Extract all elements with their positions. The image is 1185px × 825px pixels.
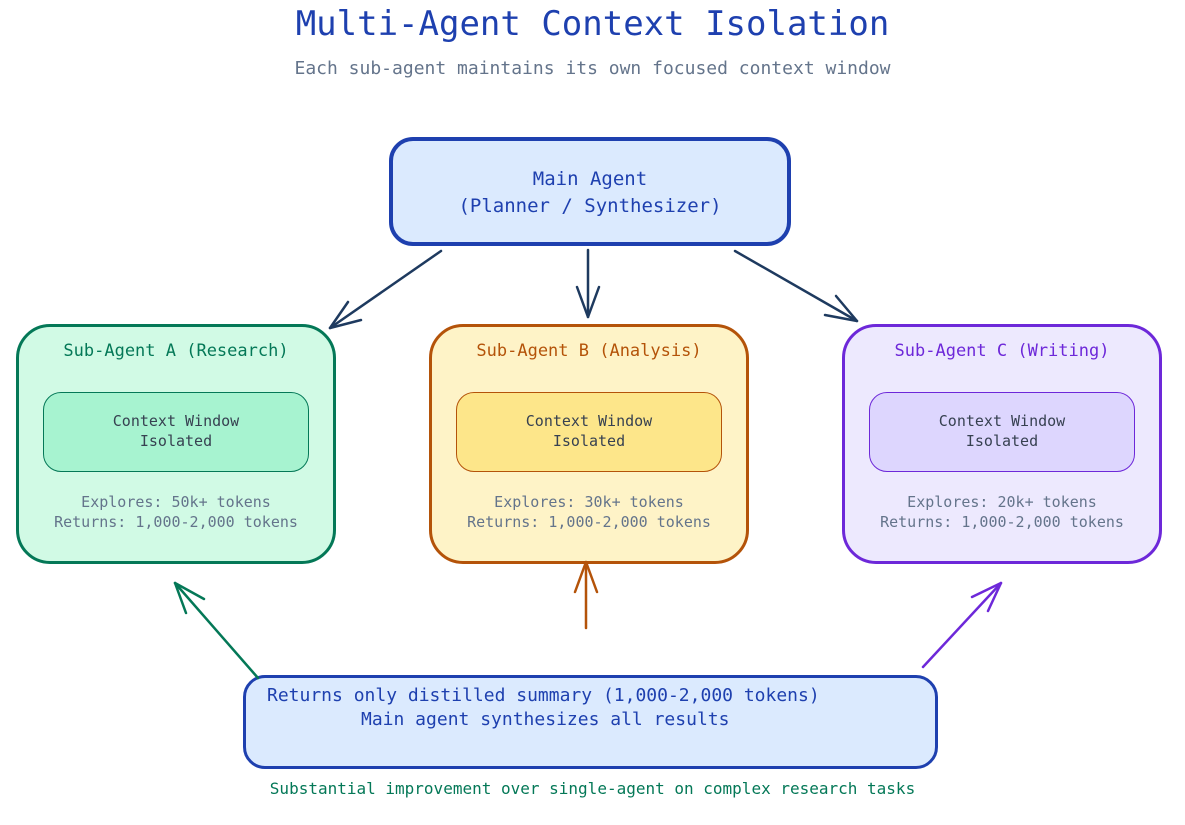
arrow-sub-b-return [573,560,599,630]
sub-agent-b-returns: Returns: 1,000-2,000 tokens [467,513,711,531]
summary-line-1: Returns only distilled summary (1,000-2,… [267,685,820,706]
sub-agent-b-explores: Explores: 30k+ tokens [494,493,684,511]
context-window-label: Context Window [525,412,653,430]
arrow-main-to-sub-a [328,249,443,330]
sub-agent-c-title: Sub-Agent C (Writing) [894,341,1110,361]
arrow-main-to-sub-c [733,249,859,323]
sub-agent-a-explores: Explores: 50k+ tokens [81,493,271,511]
sub-agent-a-context-window: Context Window Isolated [43,392,309,472]
summary-box: Returns only distilled summary (1,000-2,… [243,675,938,769]
sub-agent-a-title: Sub-Agent A (Research) [63,341,289,361]
sub-agent-c-box: Sub-Agent C (Writing) Context Window Iso… [842,324,1162,564]
sub-agent-b-box: Sub-Agent B (Analysis) Context Window Is… [429,324,749,564]
sub-agent-b-title: Sub-Agent B (Analysis) [476,341,702,361]
sub-agent-b-context-window: Context Window Isolated [456,392,722,472]
arrow-sub-a-return [173,581,260,680]
context-window-label: Context Window [938,412,1066,430]
context-window-label: Context Window [112,412,240,430]
sub-agent-a-returns: Returns: 1,000-2,000 tokens [54,513,298,531]
main-agent-label: Main Agent [532,168,648,190]
sub-agent-c-returns: Returns: 1,000-2,000 tokens [880,513,1124,531]
summary-line-2: Main agent synthesizes all results [361,709,730,730]
arrow-main-to-sub-b [575,248,601,319]
main-agent-role: (Planner / Synthesizer) [458,195,722,217]
main-agent-box: Main Agent (Planner / Synthesizer) [389,137,791,246]
context-isolated-label: Isolated [552,432,626,450]
diagram-subtitle: Each sub-agent maintains its own focused… [294,58,891,79]
context-isolated-label: Isolated [139,432,213,450]
sub-agent-c-context-window: Context Window Isolated [869,392,1135,472]
sub-agent-c-explores: Explores: 20k+ tokens [907,493,1097,511]
footer-note: Substantial improvement over single-agen… [269,779,916,798]
context-isolated-label: Isolated [965,432,1039,450]
arrow-sub-c-return [921,581,1003,669]
diagram-title: Multi-Agent Context Isolation [295,4,890,44]
sub-agent-a-box: Sub-Agent A (Research) Context Window Is… [16,324,336,564]
